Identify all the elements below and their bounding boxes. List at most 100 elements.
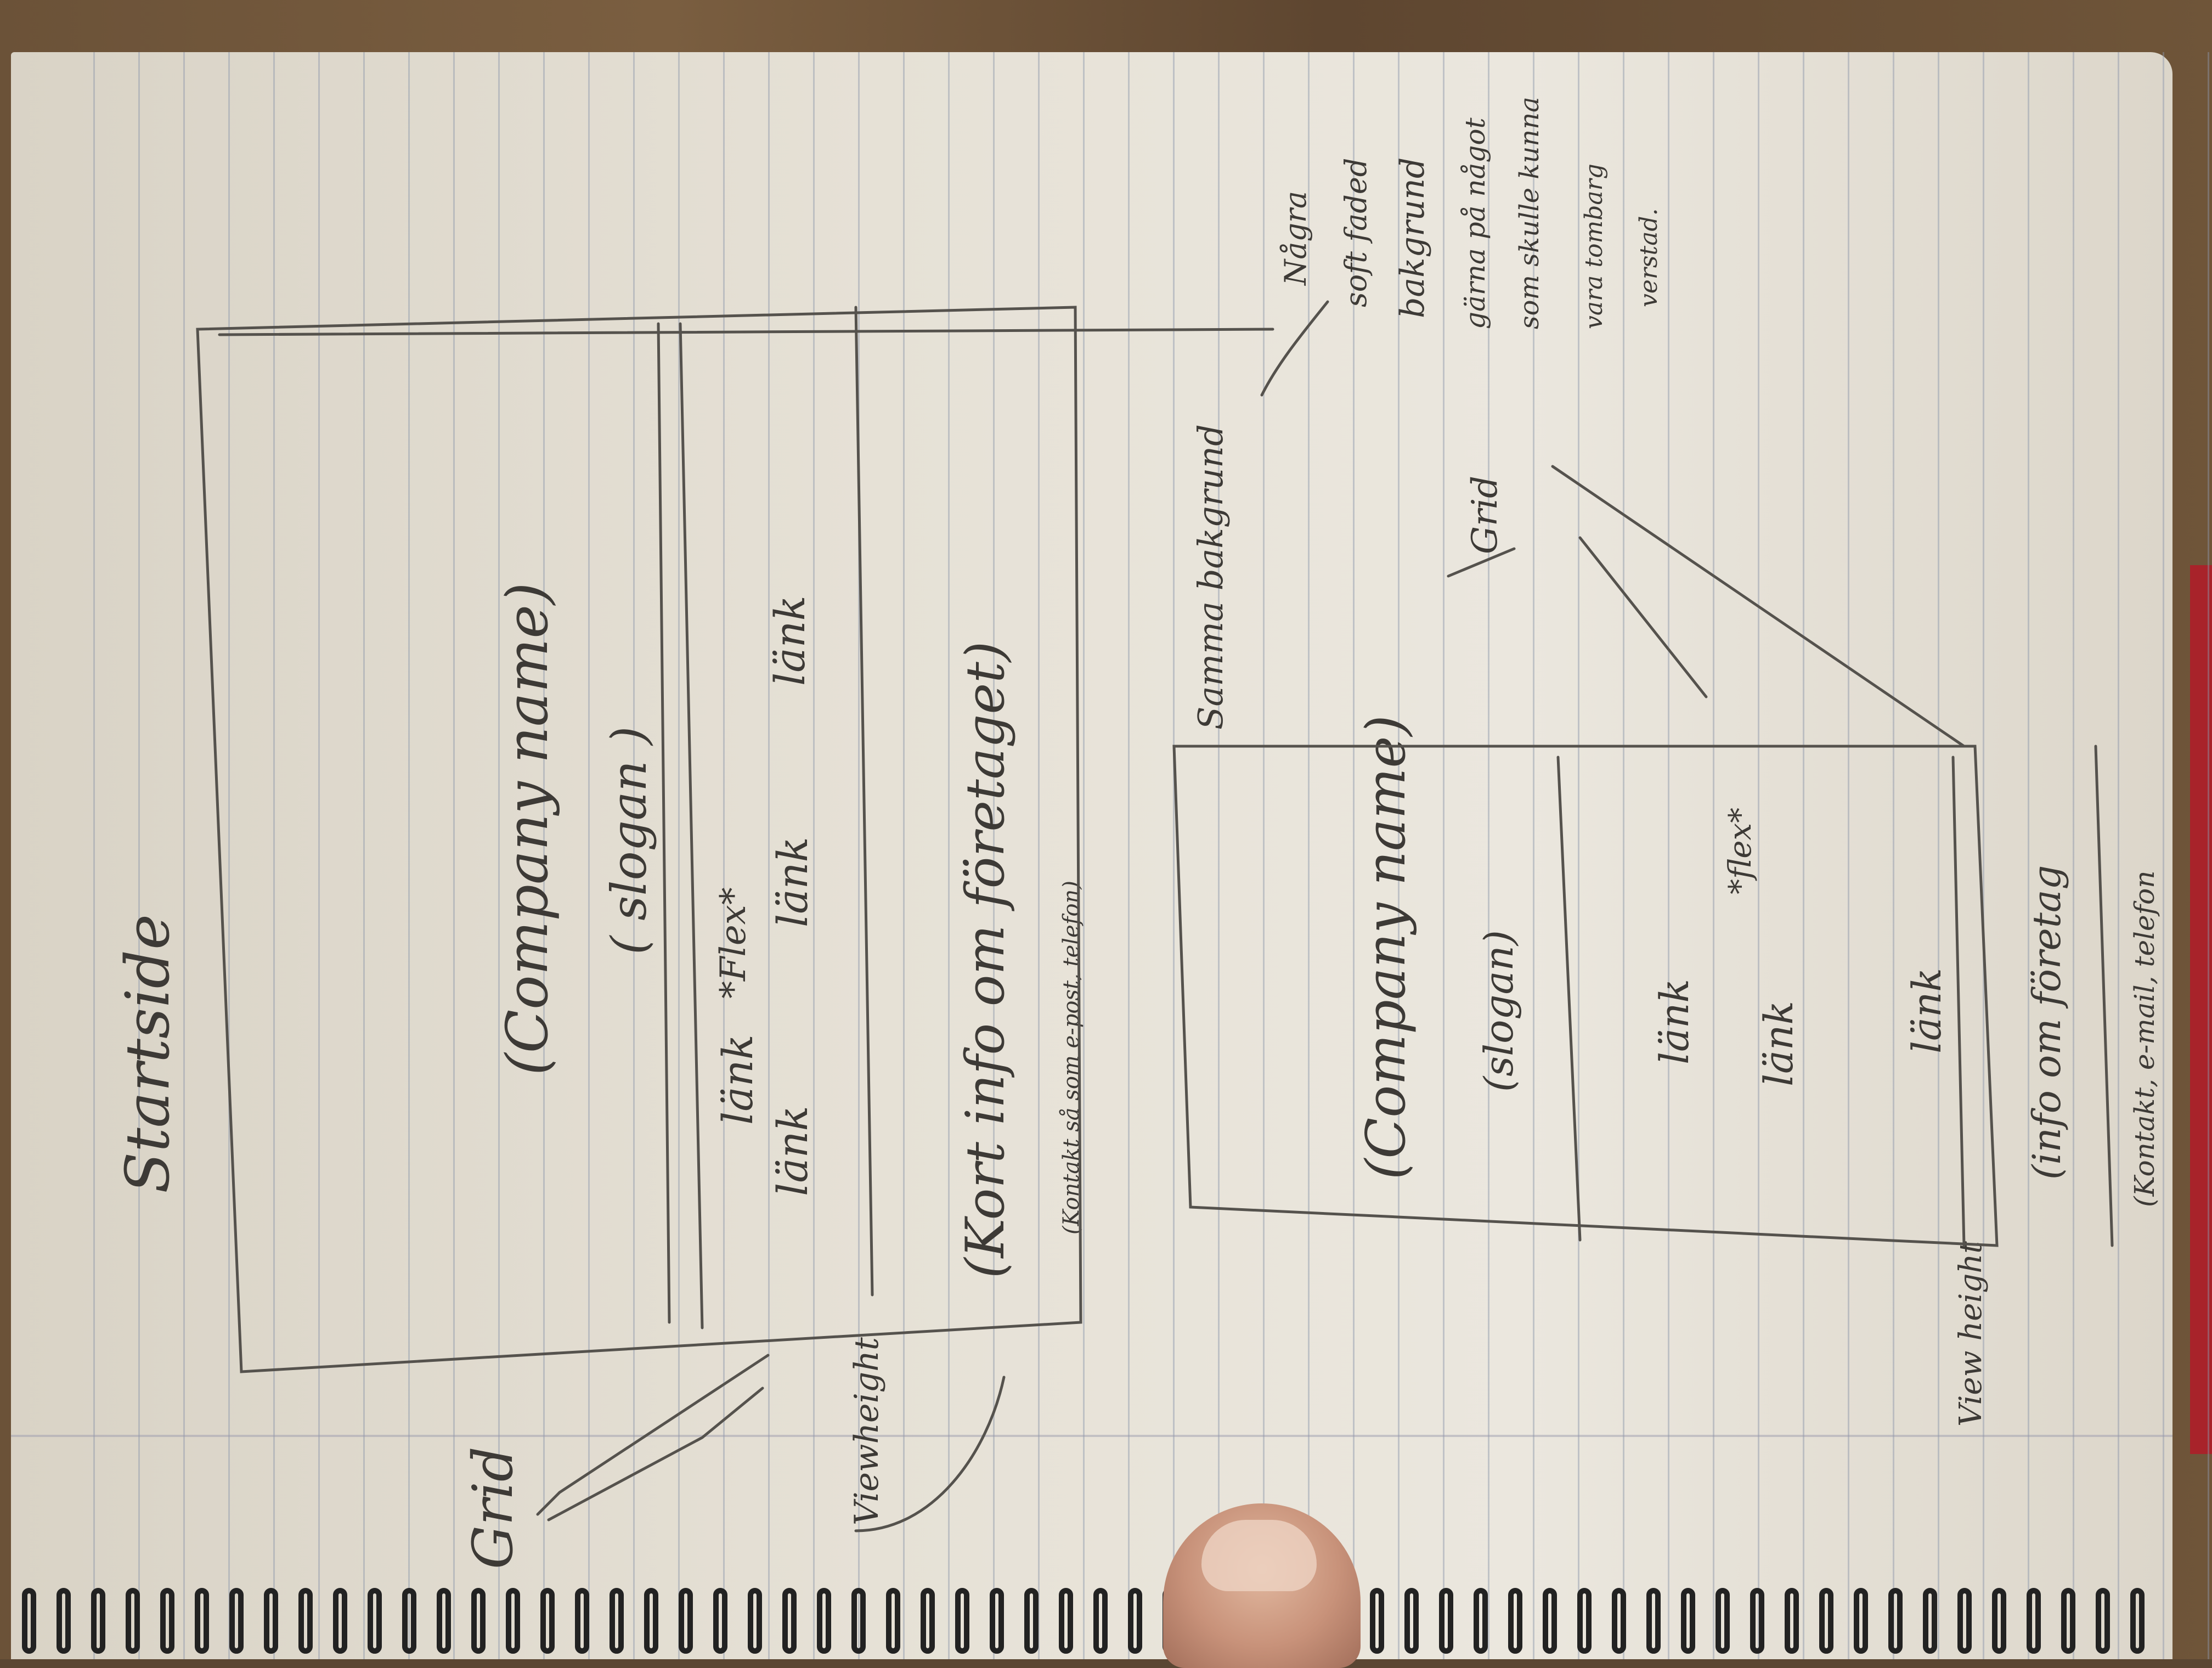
left-contact: (Kontakt så som e-post, telefon) bbox=[1059, 881, 1084, 1235]
left-company-name: (Company name) bbox=[494, 582, 561, 1075]
spiral-coil bbox=[1681, 1588, 1695, 1654]
spiral-coil bbox=[955, 1588, 969, 1654]
spiral-coil bbox=[1508, 1588, 1522, 1654]
spiral-coil bbox=[1577, 1588, 1592, 1654]
ruled-line bbox=[1803, 52, 1804, 1659]
thumbnail bbox=[1201, 1520, 1317, 1591]
ruled-line bbox=[1263, 52, 1265, 1659]
spiral-coil bbox=[298, 1588, 313, 1654]
ruled-line bbox=[93, 52, 95, 1659]
left-link-3: länk bbox=[768, 837, 817, 927]
annotation-line-2: soft faded bbox=[1339, 157, 1373, 307]
ruled-line bbox=[138, 52, 140, 1659]
spiral-coil bbox=[644, 1588, 658, 1654]
ruled-line bbox=[408, 52, 410, 1659]
spiral-coil bbox=[126, 1588, 140, 1654]
margin-line bbox=[11, 1435, 2172, 1437]
ruled-line bbox=[273, 52, 275, 1659]
spiral-coil bbox=[1474, 1588, 1488, 1654]
spiral-coil bbox=[471, 1588, 486, 1654]
left-link-2: länk bbox=[768, 1106, 817, 1196]
spiral-coil bbox=[57, 1588, 71, 1654]
ruled-line bbox=[1308, 52, 1310, 1659]
left-grid-label: Grid bbox=[461, 1446, 525, 1569]
ruled-line bbox=[2073, 52, 2074, 1659]
spiral-coil bbox=[1992, 1588, 2006, 1654]
ruled-line bbox=[1173, 52, 1175, 1659]
spiral-coil bbox=[1543, 1588, 1557, 1654]
spiral-coil bbox=[575, 1588, 589, 1654]
right-link-1: länk bbox=[1651, 979, 1697, 1064]
ruled-line bbox=[588, 52, 590, 1659]
spiral-coil bbox=[748, 1588, 762, 1654]
left-link-4: länk bbox=[765, 595, 814, 686]
spiral-coil bbox=[990, 1588, 1004, 1654]
spiral-coil bbox=[540, 1588, 555, 1654]
annotation-line-6: vara tombarg bbox=[1580, 164, 1608, 329]
spiral-coil bbox=[851, 1588, 866, 1654]
left-slogan: ( slogan ) bbox=[601, 726, 657, 955]
spiral-coil bbox=[1439, 1588, 1453, 1654]
ruled-line bbox=[1083, 52, 1085, 1659]
right-viewheight-label: View height bbox=[1953, 1241, 1989, 1427]
notebook-page bbox=[11, 52, 2209, 1659]
right-link-3: länk bbox=[1904, 968, 1950, 1053]
annotation-line-3: bakgrund bbox=[1393, 157, 1432, 318]
spiral-coil bbox=[1093, 1588, 1108, 1654]
ruled-line bbox=[948, 52, 950, 1659]
spiral-coil bbox=[22, 1588, 36, 1654]
spiral-coil bbox=[1923, 1588, 1937, 1654]
ruled-line bbox=[318, 52, 320, 1659]
spiral-coil bbox=[1404, 1588, 1419, 1654]
spiral-coil bbox=[921, 1588, 935, 1654]
spiral-binding bbox=[0, 1577, 2212, 1659]
right-link-2: länk bbox=[1756, 1001, 1802, 1086]
ruled-line bbox=[2028, 52, 2029, 1659]
annotation-line-7: verstad. bbox=[1635, 208, 1663, 307]
ruled-line bbox=[1668, 52, 1669, 1659]
ruled-line bbox=[1893, 52, 1894, 1659]
ruled-line bbox=[183, 52, 185, 1659]
spiral-coil bbox=[1785, 1588, 1799, 1654]
spiral-coil bbox=[2096, 1588, 2110, 1654]
left-link-1: länk bbox=[713, 1034, 762, 1125]
right-slogan: (slogan) bbox=[1476, 930, 1522, 1092]
ruled-line bbox=[1128, 52, 1130, 1659]
ruled-line bbox=[2163, 52, 2164, 1659]
annotation-line-1: Några bbox=[1278, 190, 1313, 285]
ruled-line bbox=[678, 52, 680, 1659]
ruled-line bbox=[1578, 52, 1579, 1659]
spiral-coil bbox=[1716, 1588, 1730, 1654]
spiral-coil bbox=[1646, 1588, 1661, 1654]
right-company-name: (Company name) bbox=[1355, 715, 1418, 1180]
spiral-coil bbox=[91, 1588, 105, 1654]
spiral-coil bbox=[1059, 1588, 1073, 1654]
left-viewheight-label: Viewheight bbox=[848, 1337, 886, 1525]
left-flex-note: *Flex* bbox=[713, 887, 754, 999]
spiral-coil bbox=[1819, 1588, 1833, 1654]
right-flex-note: *flex* bbox=[1723, 807, 1758, 894]
ruled-line bbox=[723, 52, 725, 1659]
annotation-line-5: som skulle kunna bbox=[1514, 97, 1545, 329]
spiral-coil bbox=[368, 1588, 382, 1654]
ruled-line bbox=[1038, 52, 1040, 1659]
spiral-coil bbox=[1888, 1588, 1903, 1654]
spiral-coil bbox=[195, 1588, 209, 1654]
spiral-coil bbox=[610, 1588, 624, 1654]
spiral-coil bbox=[506, 1588, 520, 1654]
spiral-coil bbox=[2130, 1588, 2145, 1654]
annotation-line-4: gärna på något bbox=[1459, 117, 1491, 329]
ruled-line bbox=[2208, 52, 2209, 1659]
ruled-line bbox=[1443, 52, 1444, 1659]
ruled-line bbox=[1938, 52, 1939, 1659]
right-background-note: Samma bakgrund bbox=[1190, 424, 1231, 730]
red-book-edge bbox=[2190, 565, 2212, 1454]
right-grid-label: Grid bbox=[1465, 475, 1505, 554]
spiral-coil bbox=[782, 1588, 797, 1654]
ruled-line bbox=[1848, 52, 1849, 1659]
spiral-coil bbox=[2027, 1588, 2041, 1654]
spiral-coil bbox=[1854, 1588, 1868, 1654]
ruled-line bbox=[1623, 52, 1624, 1659]
spiral-coil bbox=[402, 1588, 416, 1654]
